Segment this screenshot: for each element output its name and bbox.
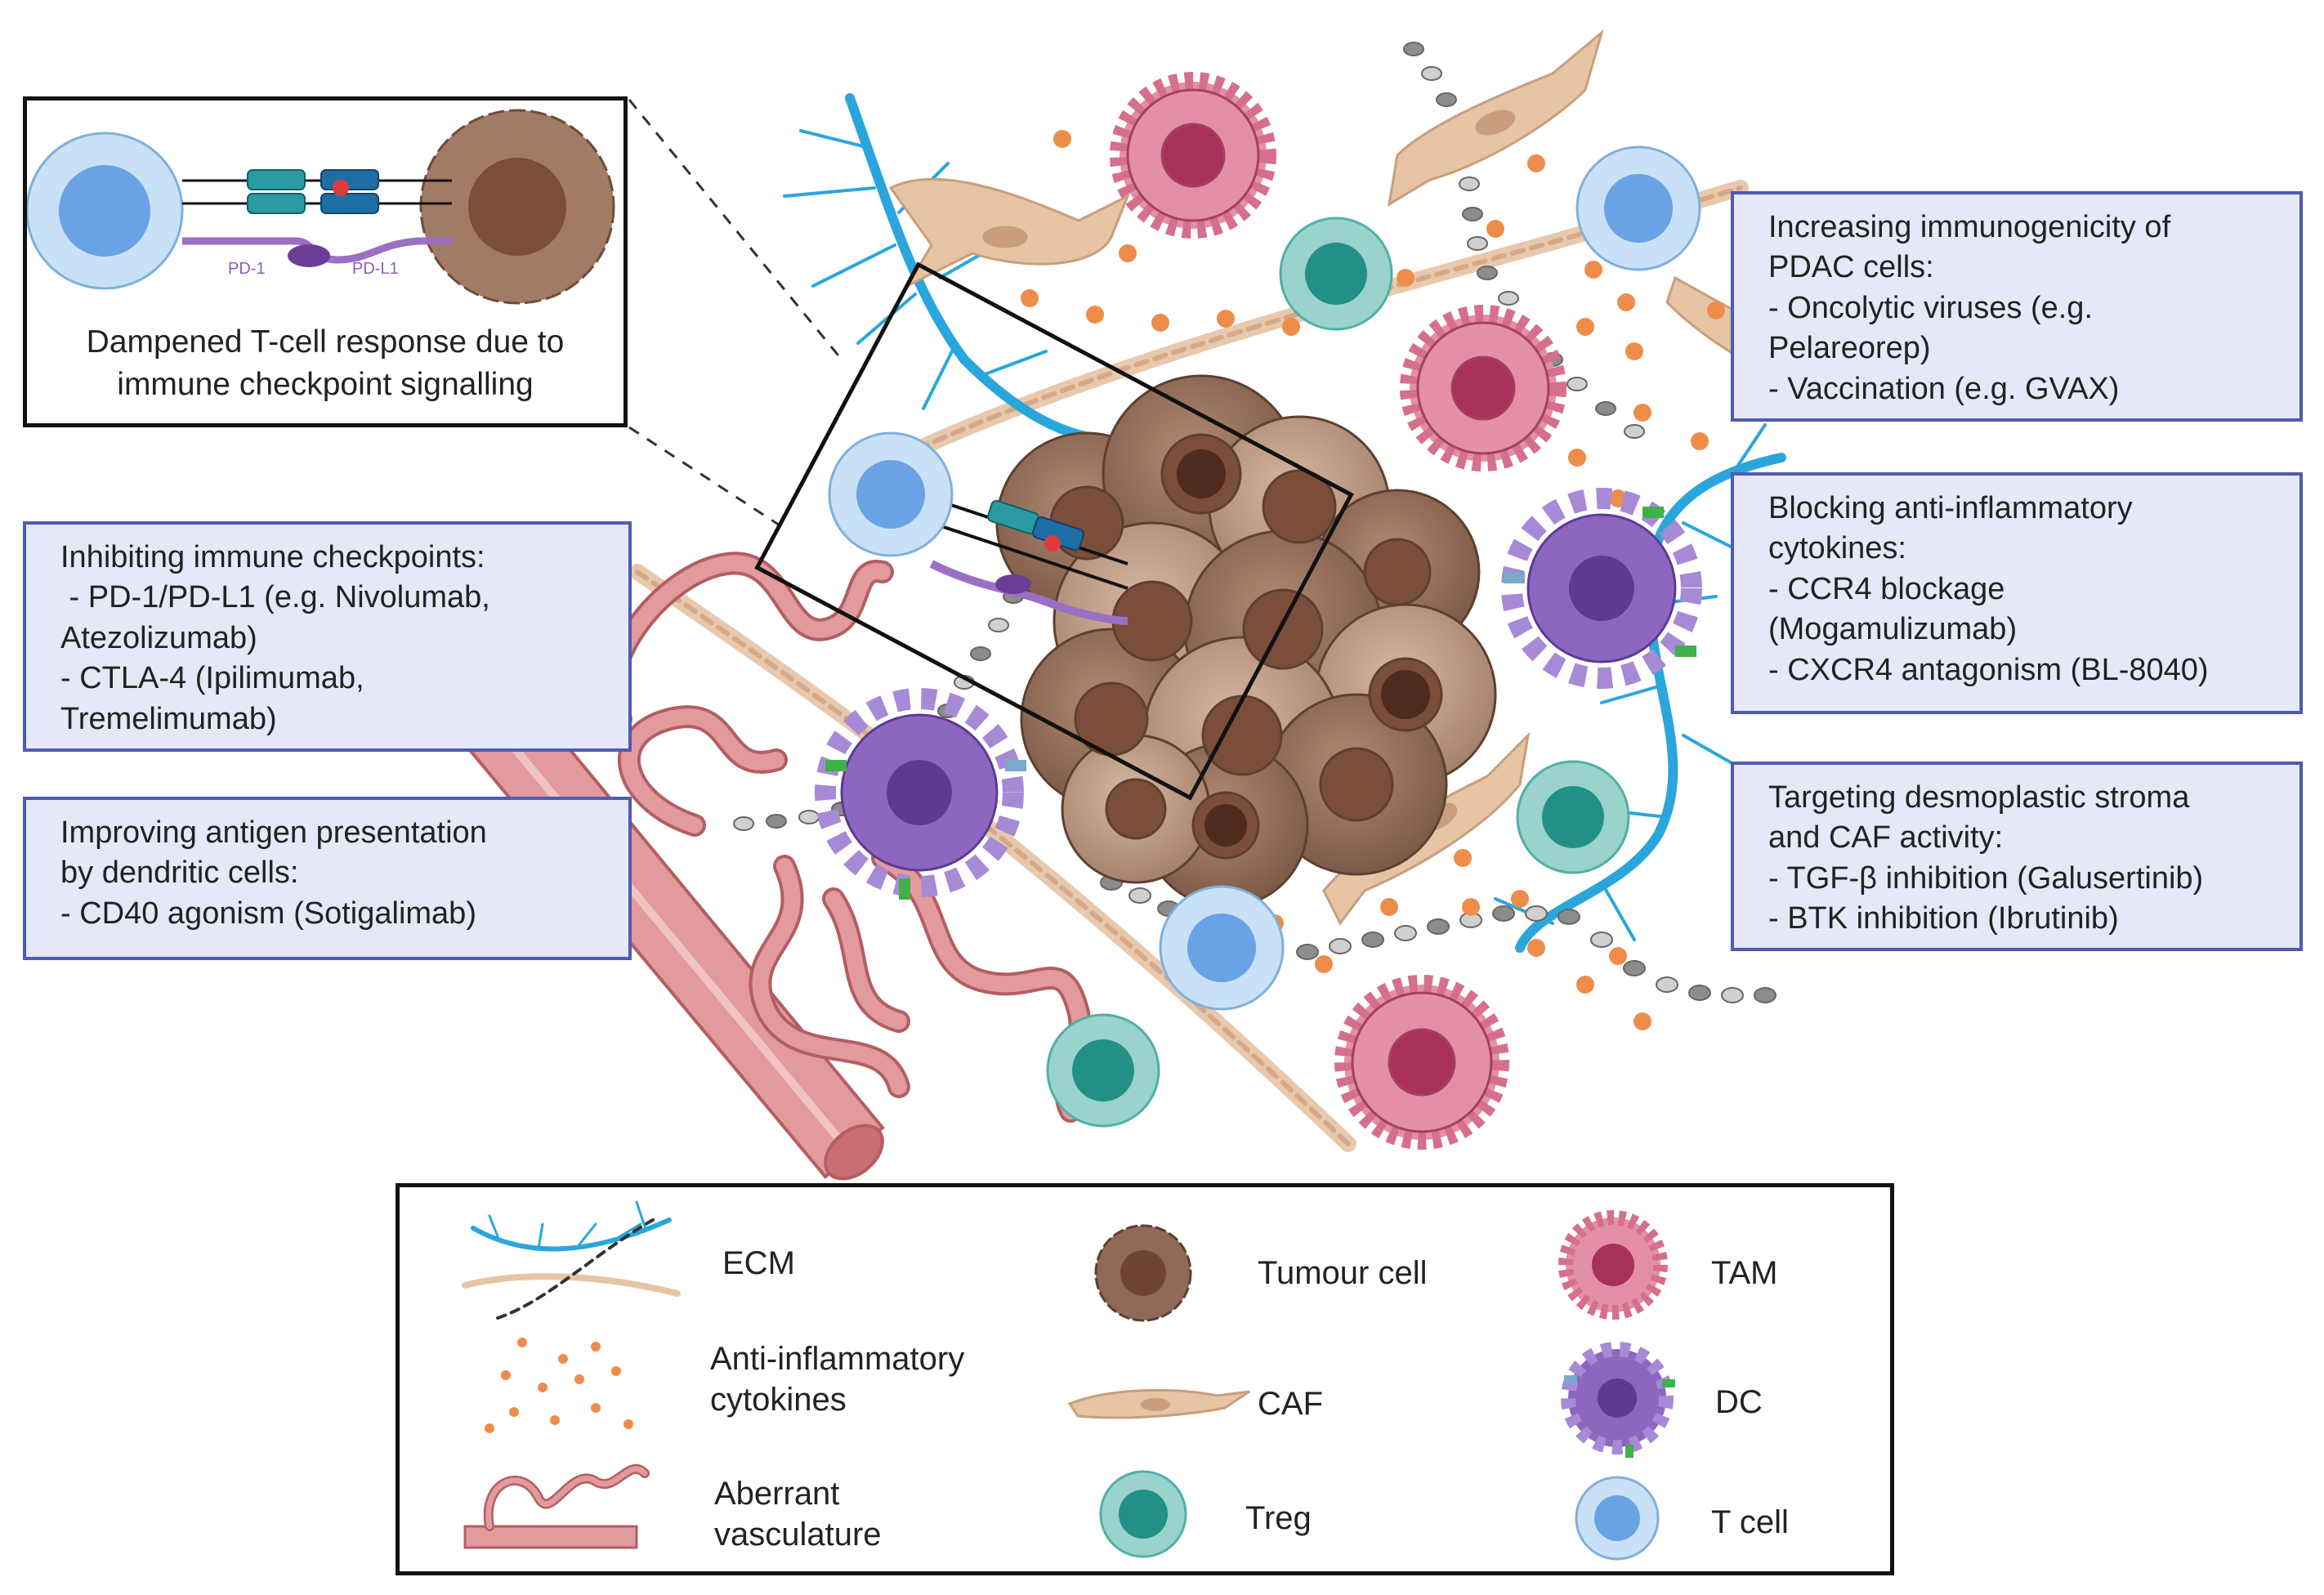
checkpoint-inset: PD-1 PD-L1 Dampened T-cell response due … (23, 96, 628, 427)
box-line: Increasing immunogenicity of (1768, 210, 2171, 244)
antigen-presentation-box: Improving antigen presentation by dendri… (23, 797, 632, 960)
box-line: Blocking anti-inflammatory (1768, 491, 2133, 525)
cytokine-icon (485, 1338, 633, 1433)
legend-label-vasculature: Aberrant vasculature (714, 1473, 882, 1555)
legend-label-dc: DC (1715, 1382, 1763, 1423)
box-line: Inhibiting immune checkpoints: (60, 540, 485, 574)
legend-label-ecm: ECM (722, 1243, 795, 1284)
zoom-rectangle (754, 261, 1354, 801)
inset-caption-line: Dampened T-cell response due to (86, 324, 565, 360)
legend-label-tumour: Tumour cell (1258, 1253, 1427, 1293)
caf-icon (1067, 1388, 1250, 1419)
legend-text: Treg (1245, 1500, 1312, 1536)
box-line: Tremelimumab) (60, 701, 277, 736)
legend-text: T cell (1711, 1504, 1789, 1540)
vasculature-icon (463, 1463, 650, 1549)
box-line: - PD-1/PD-L1 (e.g. Nivolumab, (60, 580, 490, 615)
box-line: - CCR4 blockage (1768, 571, 2005, 606)
legend-text: DC (1715, 1384, 1763, 1420)
box-line: Targeting desmoplastic stroma (1768, 780, 2190, 815)
inset-caption-line: immune checkpoint signalling (117, 366, 534, 402)
pd1-label: PD-1 (228, 260, 266, 278)
legend-text: Aberrant (714, 1476, 840, 1512)
box-line: - TGF-β inhibition (Galusertinib) (1768, 860, 2204, 896)
box-line: by dendritic cells: (60, 856, 299, 891)
legend: ECM Anti-inflammatory cytokines Aberrant… (396, 1183, 1894, 1575)
box-line: and CAF activity: (1768, 820, 2004, 856)
box-line: - Oncolytic viruses (e.g. (1768, 290, 2093, 325)
legend-label-tam: TAM (1711, 1253, 1777, 1293)
pdl1-label: PD-L1 (352, 260, 399, 278)
zoom-lines (628, 99, 843, 533)
inset-caption: Dampened T-cell response due to immune c… (27, 321, 623, 406)
t-cell-icon (1575, 1476, 1660, 1561)
tam-icon (1558, 1210, 1668, 1320)
box-line: cytokines: (1768, 531, 1906, 566)
checkpoint-receptors-main (929, 497, 1128, 625)
legend-text: Tumour cell (1258, 1255, 1428, 1291)
legend-text: TAM (1711, 1255, 1778, 1291)
legend-text: ECM (722, 1245, 795, 1281)
tumour-cell-icon (1094, 1224, 1192, 1322)
box-line: - CXCR4 antagonism (BL-8040) (1768, 652, 2209, 687)
box-line: - CTLA-4 (Ipilimumab, (60, 661, 364, 696)
legend-label-caf: CAF (1258, 1383, 1323, 1424)
treg-cells (1046, 217, 1630, 1128)
box-line: Pelareorep) (1768, 331, 1931, 366)
box-line: - Vaccination (e.g. GVAX) (1768, 371, 2120, 406)
legend-text: vasculature (714, 1517, 882, 1553)
legend-label-treg: Treg (1245, 1498, 1312, 1539)
legend-text: Anti-inflammatory (710, 1341, 965, 1377)
box-line: PDAC cells: (1768, 250, 1934, 285)
immunogenicity-box: Increasing immunogenicity of PDAC cells:… (1731, 191, 2303, 422)
legend-text: CAF (1258, 1386, 1323, 1422)
tumour-mass (995, 374, 1497, 909)
tam-cells (1110, 72, 1566, 1150)
legend-icons (462, 1200, 1675, 1561)
legend-text: cytokines (710, 1382, 847, 1418)
legend-label-cytokines: Anti-inflammatory cytokines (710, 1338, 964, 1420)
stroma-targeting-box: Targeting desmoplastic stroma and CAF ac… (1731, 762, 2303, 951)
dendritic-cells (815, 488, 1702, 900)
t-cells (828, 145, 1701, 1011)
checkpoint-inset-illustration: PD-1 PD-L1 (27, 109, 615, 305)
treg-icon (1099, 1470, 1187, 1558)
box-line: Improving antigen presentation (60, 815, 487, 850)
ecm-icon (462, 1200, 681, 1320)
box-line: (Mogamulizumab) (1768, 612, 2018, 647)
cytokine-blocking-box: Blocking anti-inflammatory cytokines: - … (1731, 472, 2303, 714)
dc-icon (1561, 1342, 1675, 1458)
box-line: Atezolizumab) (60, 620, 257, 655)
box-line: - BTK inhibition (Ibrutinib) (1768, 901, 2119, 936)
checkpoint-therapy-box: Inhibiting immune checkpoints: - PD-1/PD… (23, 521, 632, 752)
box-line: - CD40 agonism (Sotigalimab) (60, 896, 476, 931)
legend-label-tcell: T cell (1711, 1502, 1789, 1543)
